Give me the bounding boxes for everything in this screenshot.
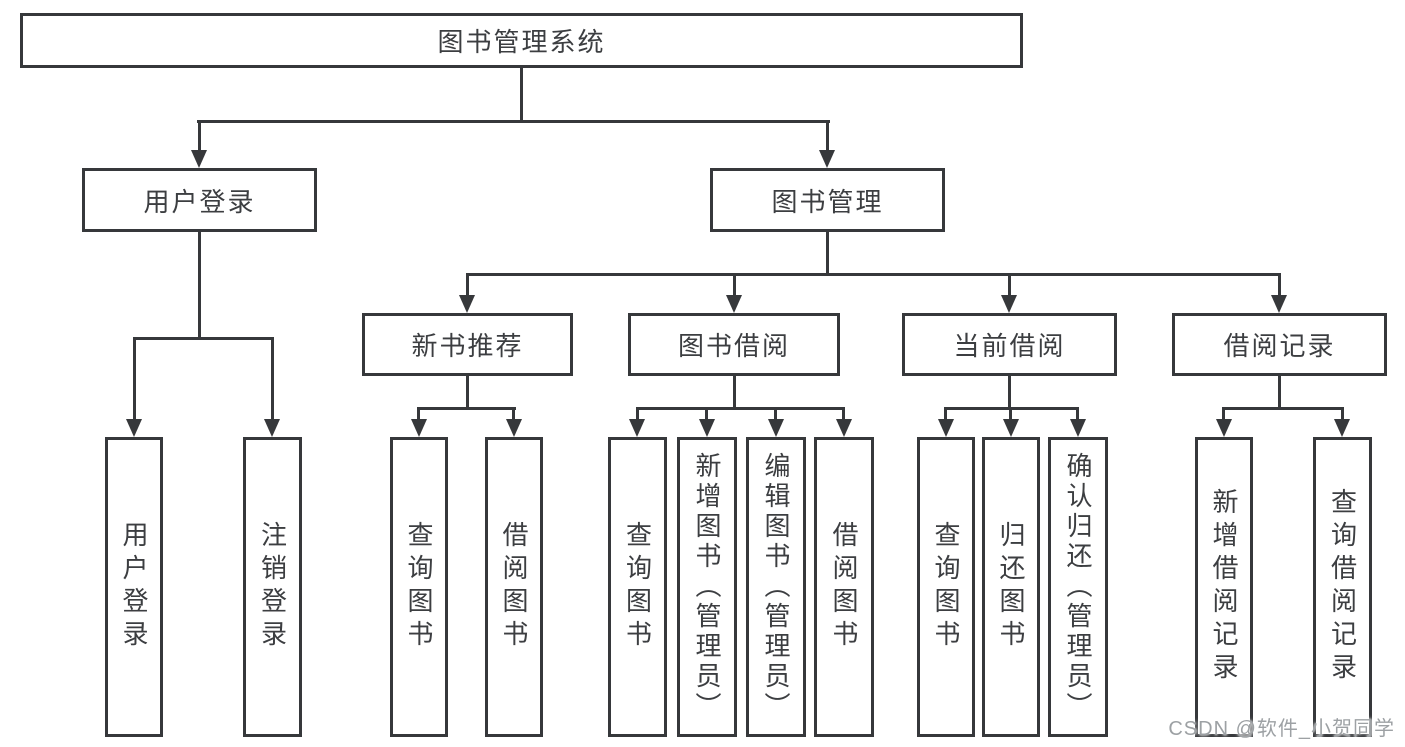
arrow-down-icon <box>126 419 142 437</box>
arrow-down-icon <box>629 419 645 437</box>
arrow-down-icon <box>1334 419 1350 437</box>
arrow-down-icon <box>1216 419 1232 437</box>
connector-vline <box>520 68 523 120</box>
node-label: 当前借阅 <box>953 331 1066 361</box>
node-label: 借阅图书 <box>829 521 859 653</box>
arrow-down-icon <box>938 419 954 437</box>
connector-vline <box>198 232 201 337</box>
connector-vline <box>512 407 515 420</box>
node-query-books-recommend: 查询图书 <box>390 437 448 737</box>
connector-vline <box>466 273 469 297</box>
connector-vline <box>271 337 274 420</box>
arrow-down-icon <box>1271 295 1287 313</box>
connector-vline <box>133 337 136 420</box>
node-borrow-books-recommend: 借阅图书 <box>485 437 543 737</box>
connector-vline <box>1222 407 1225 420</box>
connector-hline <box>197 120 830 123</box>
node-new-book-recommendation: 新书推荐 <box>362 313 573 376</box>
connector-hline <box>417 407 516 410</box>
node-label: 借阅记录 <box>1223 331 1336 361</box>
node-label: 图书管理 <box>771 186 884 217</box>
connector-vline <box>1009 407 1012 420</box>
node-label: 图书管理系统 <box>437 27 606 57</box>
node-book-management: 图书管理 <box>710 168 945 232</box>
node-user-login: 用户登录 <box>82 168 317 232</box>
node-label: 查询图书 <box>931 521 961 653</box>
connector-vline <box>705 407 708 420</box>
node-library-management-system: 图书管理系统 <box>20 13 1023 68</box>
node-book-borrowing: 图书借阅 <box>628 313 840 376</box>
arrow-down-icon <box>1003 419 1019 437</box>
connector-vline <box>1076 407 1079 420</box>
arrow-down-icon <box>191 150 207 168</box>
node-label: 查询图书 <box>404 521 434 653</box>
node-label: 注销登录 <box>257 521 288 653</box>
node-label: 新增图书（管理员） <box>692 452 722 722</box>
node-return-books: 归还图书 <box>982 437 1040 737</box>
connector-vline <box>1278 273 1281 297</box>
connector-hline <box>466 273 1280 276</box>
node-label: 确认归还（管理员） <box>1063 452 1093 722</box>
connector-vline <box>1008 376 1011 407</box>
connector-vline <box>1278 376 1281 407</box>
arrow-down-icon <box>836 419 852 437</box>
node-query-borrowing-record: 查询借阅记录 <box>1313 437 1372 737</box>
connector-vline <box>842 407 845 420</box>
connector-hline <box>133 337 274 340</box>
connector-hline <box>636 407 845 410</box>
connector-vline <box>826 232 829 273</box>
connector-vline <box>733 376 736 407</box>
arrow-down-icon <box>264 419 280 437</box>
arrow-down-icon <box>411 419 427 437</box>
connector-vline <box>733 273 736 297</box>
connector-vline <box>1341 407 1344 420</box>
node-label: 查询图书 <box>622 521 653 653</box>
node-label: 编辑图书（管理员） <box>761 452 791 722</box>
node-edit-books-admin: 编辑图书（管理员） <box>746 437 806 737</box>
node-current-borrowing: 当前借阅 <box>902 313 1117 376</box>
node-logout: 注销登录 <box>243 437 302 737</box>
connector-vline <box>417 407 420 420</box>
node-confirm-return-admin: 确认归还（管理员） <box>1048 437 1108 737</box>
connector-vline <box>826 120 829 151</box>
node-label: 归还图书 <box>996 521 1026 653</box>
connector-vline <box>1008 273 1011 297</box>
node-label: 新书推荐 <box>411 331 524 361</box>
connector-vline <box>198 120 201 151</box>
node-borrowing-records: 借阅记录 <box>1172 313 1387 376</box>
node-borrow-books: 借阅图书 <box>814 437 874 737</box>
arrow-down-icon <box>459 295 475 313</box>
node-query-books-borrowing: 查询图书 <box>608 437 667 737</box>
arrow-down-icon <box>506 419 522 437</box>
arrow-down-icon <box>726 295 742 313</box>
arrow-down-icon <box>1001 295 1017 313</box>
arrow-down-icon <box>768 419 784 437</box>
arrow-down-icon <box>819 150 835 168</box>
connector-vline <box>466 376 469 407</box>
node-label: 新增借阅记录 <box>1209 488 1239 686</box>
node-add-borrowing-record: 新增借阅记录 <box>1195 437 1253 737</box>
node-user-login-leaf: 用户登录 <box>105 437 163 737</box>
node-label: 用户登录 <box>143 186 256 217</box>
watermark: CSDN @软件_小贺同学 <box>1168 718 1395 740</box>
node-label: 图书借阅 <box>677 331 790 361</box>
arrow-down-icon <box>1070 419 1086 437</box>
connector-hline <box>1222 407 1343 410</box>
node-label: 借阅图书 <box>499 521 529 653</box>
node-add-books-admin: 新增图书（管理员） <box>677 437 737 737</box>
connector-vline <box>944 407 947 420</box>
node-label: 用户登录 <box>119 521 149 653</box>
arrow-down-icon <box>699 419 715 437</box>
node-label: 查询借阅记录 <box>1327 488 1358 686</box>
connector-vline <box>636 407 639 420</box>
connector-vline <box>774 407 777 420</box>
node-query-books-current: 查询图书 <box>917 437 975 737</box>
